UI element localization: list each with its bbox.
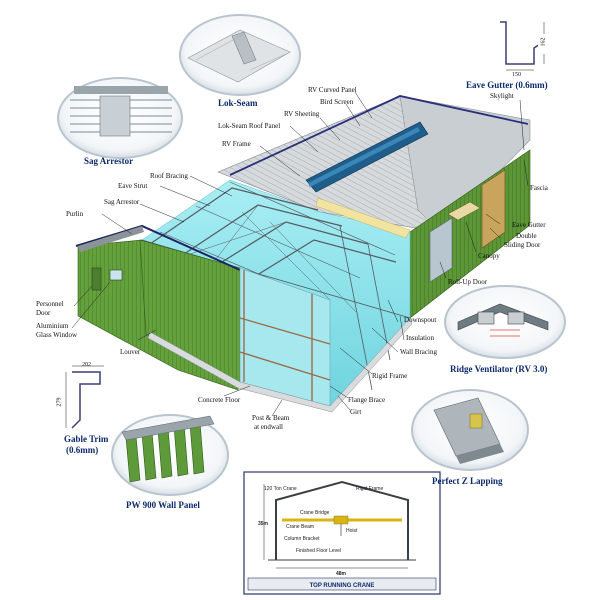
crane-rigid-frame-label: Rigid Frame xyxy=(356,486,383,492)
label-bird-screen: Bird Screen xyxy=(320,98,354,106)
crane-ton-label: 120 Ton Crane xyxy=(264,486,297,492)
sag-arrestor-callout xyxy=(57,77,183,159)
crane-bridge-label: Crane Bridge xyxy=(300,510,330,516)
dim-gutter-width: 150 xyxy=(512,72,521,78)
crane-title: TOP RUNNING CRANE xyxy=(310,583,375,589)
label-glass-window: Glass Window xyxy=(36,331,78,339)
aluminium-window xyxy=(109,269,123,281)
building xyxy=(75,95,531,413)
dim-gutter-height: 162 xyxy=(540,37,547,47)
label-at-endwall: at endwall xyxy=(254,423,283,431)
label-rv-curved-panel: RV Curved Panel xyxy=(308,86,357,94)
label-wall-bracing: Wall Bracing xyxy=(400,348,437,356)
label-lok-seam-roof-panel: Lok-Seam Roof Panel xyxy=(218,122,281,130)
label-canopy: Canopy xyxy=(478,252,500,260)
label-sliding-door: Sliding Door xyxy=(504,241,541,249)
crane-height-label: 35m xyxy=(258,521,269,527)
crane-inset: TOP RUNNING CRANE 120 Ton Crane Rigid Fr… xyxy=(243,471,441,595)
double-sliding-door xyxy=(481,169,506,249)
label-purlin: Purlin xyxy=(66,210,84,218)
ridge-ventilator-title: Ridge Ventilator (RV 3.0) xyxy=(450,364,548,374)
eave-gutter-title: Eave Gutter (0.6mm) xyxy=(466,80,548,90)
label-downspout: Downspout xyxy=(404,316,437,324)
label-eave-strut: Eave Strut xyxy=(118,182,148,190)
crane-bracket-label: Column Bracket xyxy=(284,536,320,542)
label-personnel: Personnel xyxy=(36,300,64,308)
roll-up-door xyxy=(429,217,453,283)
concrete-floor xyxy=(147,317,413,413)
label-flange-brace: Flange Brace xyxy=(348,396,386,404)
dim-trim-height: 279 xyxy=(56,397,63,407)
label-insulation: Insulation xyxy=(406,334,434,342)
label-post-beam: Post & Beam xyxy=(252,414,290,422)
ridge-ventilator-callout xyxy=(444,285,566,359)
crane-hoist-label: Hoist xyxy=(346,528,358,534)
label-girt: Girt xyxy=(350,408,362,416)
gable-trim-profile xyxy=(65,365,104,429)
perfect-z-callout xyxy=(411,389,529,471)
label-louver: Louver xyxy=(120,348,141,356)
dim-trim-width: 202 xyxy=(82,362,91,368)
eave-gutter-profile xyxy=(500,21,545,71)
label-roll-up-door: Roll-Up Door xyxy=(448,278,488,286)
crane-floor-label: Finished Floor Level xyxy=(296,548,341,554)
pw900-callout xyxy=(111,414,229,496)
label-door: Door xyxy=(36,309,51,317)
lok-seam-callout xyxy=(179,14,301,96)
label-concrete-floor: Concrete Floor xyxy=(198,396,241,404)
lok-seam-title: Lok-Seam xyxy=(218,98,258,108)
canopy xyxy=(447,201,481,221)
label-rigid-frame: Rigid Frame xyxy=(372,372,408,380)
perfect-z-title: Perfect Z Lapping xyxy=(432,476,503,486)
label-rv-frame: RV Frame xyxy=(222,140,251,148)
crane-width-label: 48m xyxy=(336,571,347,577)
pw900-title: PW 900 Wall Panel xyxy=(126,500,200,510)
leader-lines xyxy=(71,91,529,417)
label-skylight: Skylight xyxy=(490,92,514,100)
label-roof-bracing: Roof Bracing xyxy=(150,172,188,180)
gable-trim-title: Gable Trim xyxy=(64,434,109,444)
rigid-frames xyxy=(141,181,411,391)
label-sag-arrestor: Sag Arrestor xyxy=(104,198,140,206)
label-fascia: Fascia xyxy=(530,184,548,192)
sag-arrestor-title: Sag Arrestor xyxy=(84,156,134,166)
label-eave-gutter: Eave Gutter xyxy=(512,221,546,229)
label-rv-sheeting: RV Sheeting xyxy=(284,110,320,118)
gable-trim-subtitle: (0.6mm) xyxy=(66,445,99,455)
crane-beam-label: Crane Beam xyxy=(286,524,314,530)
label-aluminium: Aluminium xyxy=(36,322,69,330)
personnel-door xyxy=(91,267,102,291)
label-double: Double xyxy=(516,232,537,240)
